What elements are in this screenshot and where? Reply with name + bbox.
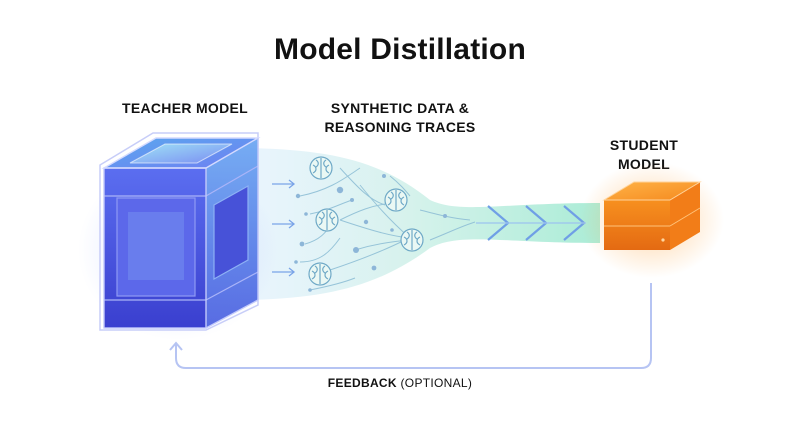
data-flow-band	[250, 148, 600, 300]
teacher-model-label-text: TEACHER MODEL	[121, 100, 248, 116]
page-title: Model Distillation	[274, 33, 526, 66]
teacher-cube-icon	[78, 132, 278, 340]
network-nodes	[294, 174, 447, 292]
synthetic-data-label: SYNTHETIC DATA & REASONING TRACES	[300, 99, 500, 137]
feedback-label-optional: (OPTIONAL)	[396, 376, 473, 390]
student-box-icon	[580, 162, 724, 278]
reasoning-network-lines	[299, 167, 476, 291]
input-arrows	[272, 179, 296, 277]
arrow-right-icon	[272, 219, 296, 229]
flow-chevrons	[476, 205, 586, 241]
arrow-right-icon	[272, 267, 296, 277]
brain-icon	[384, 188, 408, 212]
synthetic-data-label-line1: SYNTHETIC DATA &	[330, 100, 470, 116]
brain-icon	[308, 262, 332, 286]
teacher-model-label: TEACHER MODEL	[100, 99, 270, 118]
brain-icon	[400, 228, 424, 252]
feedback-label-bold: FEEDBACK	[327, 376, 397, 390]
brain-icon	[315, 208, 339, 232]
brain-icon	[309, 156, 333, 180]
arrow-right-icon	[272, 179, 296, 189]
synthetic-data-label-line2: REASONING TRACES	[324, 119, 476, 135]
student-model-label-line1: STUDENT	[609, 137, 679, 153]
arrow-up-icon	[169, 341, 183, 351]
brain-icons	[308, 156, 424, 286]
feedback-label: FEEDBACK (OPTIONAL)	[0, 376, 800, 390]
feedback-arrow	[169, 283, 652, 369]
